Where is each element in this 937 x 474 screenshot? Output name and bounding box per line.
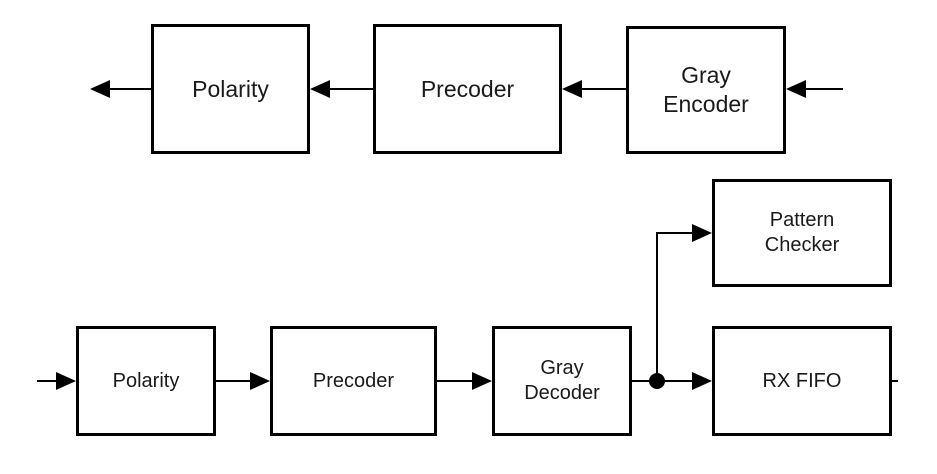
junction-dot [649, 373, 665, 389]
gray-encoder-label-line1: Gray [681, 62, 731, 89]
rx-polarity-block: Polarity [76, 326, 216, 436]
rx-polarity-label: Polarity [112, 369, 180, 392]
rx-fifo-label: RX FIFO [762, 369, 842, 392]
tx-polarity-label: Polarity [192, 75, 269, 102]
pattern-checker-block: Pattern Checker [712, 179, 892, 287]
arrowhead-into-gray-encoder [786, 80, 806, 98]
tx-precoder-label: Precoder [420, 75, 515, 102]
pattern-checker-label-line2: Checker [764, 234, 840, 256]
arrowhead-into-polarity-tx [310, 80, 330, 98]
arrowhead-into-gray-decoder [472, 372, 492, 390]
rx-precoder-block: Precoder [270, 326, 437, 436]
arrowhead-into-precoder-rx [250, 372, 270, 390]
gray-decoder-block: Gray Decoder [492, 326, 632, 436]
rx-fifo-block: RX FIFO [712, 326, 892, 436]
arrowhead-into-pattern-checker [692, 224, 712, 242]
wire-junction-to-pattern-checker [656, 232, 692, 381]
gray-encoder-block: Gray Encoder [626, 26, 786, 154]
arrowhead-into-rx-fifo [692, 372, 712, 390]
arrowhead-into-precoder-tx [562, 80, 582, 98]
gray-decoder-label-line2: Decoder [524, 382, 600, 404]
arrowhead-into-polarity-rx [56, 372, 76, 390]
gray-decoder-label-line1: Gray [540, 357, 584, 379]
tx-polarity-block: Polarity [151, 24, 310, 154]
pattern-checker-label-line1: Pattern [769, 209, 835, 231]
arrowhead-tx-output [90, 80, 110, 98]
tx-precoder-block: Precoder [373, 24, 562, 154]
rx-precoder-label: Precoder [312, 369, 395, 392]
gray-encoder-label-line2: Encoder [663, 91, 749, 117]
